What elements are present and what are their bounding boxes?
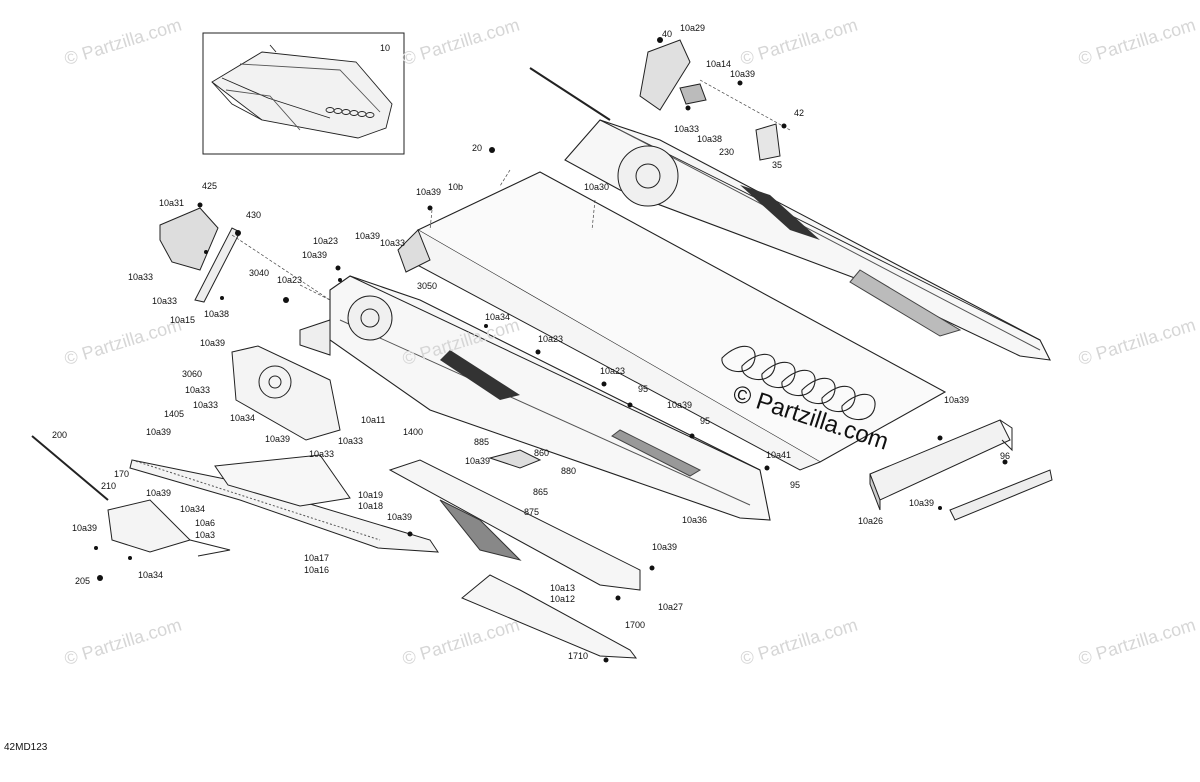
upper-bracket — [639, 39, 691, 111]
part-label: 10a34 — [485, 312, 511, 322]
bumper-bracket — [214, 454, 351, 507]
ski-bracket — [107, 499, 191, 553]
part-label: 10a33 — [338, 436, 364, 446]
part-label: 10a27 — [658, 602, 684, 612]
part-label: 10a33 — [152, 296, 178, 306]
slide-rail — [388, 459, 641, 591]
part-label: 10a23 — [277, 275, 303, 285]
part-label: 865 — [533, 487, 549, 497]
part-label: 210 — [101, 481, 117, 491]
part-label: 3040 — [249, 268, 270, 278]
part-label: 860 — [534, 448, 550, 458]
part-label: 20 — [472, 143, 483, 153]
part-label: 10a39 — [146, 488, 172, 498]
part-label: 10a3 — [195, 530, 216, 540]
part-label: 10a16 — [304, 565, 330, 575]
part-label: 1700 — [625, 620, 646, 630]
tunnel-oval-openings — [721, 345, 876, 421]
part-label: 40 — [662, 29, 673, 39]
part-label: 10a39 — [302, 250, 328, 260]
part-label: 425 — [202, 181, 218, 191]
part-label: 170 — [114, 469, 130, 479]
part-label: 10a23 — [538, 334, 564, 344]
part-label: 10a33 — [674, 124, 700, 134]
part-label: 10a34 — [180, 504, 206, 514]
part-label: 95 — [700, 416, 711, 426]
part-label: 875 — [524, 507, 540, 517]
figure-id: 42MD123 — [4, 742, 48, 753]
tunnel-top-plate — [416, 171, 947, 463]
part-label: 10a30 — [584, 182, 610, 192]
part-label: 1710 — [568, 651, 589, 661]
part-label: 10a11 — [361, 415, 386, 425]
part-label: 10a33 — [193, 400, 219, 410]
part-label: 96 — [1000, 451, 1011, 461]
part-label: 42 — [794, 108, 805, 118]
part-label: 10a39 — [72, 523, 98, 533]
part-label: 10a36 — [682, 515, 708, 525]
part-label: 230 — [719, 147, 735, 157]
part-label: 10a12 — [550, 594, 576, 604]
part-label: 10a23 — [313, 236, 339, 246]
runner-rail — [461, 574, 638, 659]
inset-oval-cutouts — [325, 107, 375, 118]
part-label: 10a6 — [195, 518, 216, 528]
inset-box — [202, 32, 405, 155]
part-label: 10a31 — [159, 198, 185, 208]
part-label: 10a29 — [680, 23, 706, 33]
part-label: 10a14 — [706, 59, 732, 69]
part-label: 10a33 — [309, 449, 335, 459]
part-label: 10a23 — [600, 366, 626, 376]
part-label: 10a39 — [387, 512, 413, 522]
part-label: 10a39 — [355, 231, 381, 241]
part-label: 430 — [246, 210, 262, 220]
part-label: 10a15 — [170, 315, 196, 325]
part-label: 10a38 — [204, 309, 230, 319]
part-label: 10a18 — [358, 501, 384, 511]
rear-bracket-small — [949, 469, 1053, 521]
part-label: 10a33 — [128, 272, 154, 282]
part-label: 10a39 — [944, 395, 970, 405]
part-label: 10a39 — [667, 400, 693, 410]
part-label: 95 — [638, 384, 649, 394]
part-label: 10a39 — [146, 427, 172, 437]
part-label: 10a34 — [230, 413, 256, 423]
part-label: 880 — [561, 466, 577, 476]
part-label: 10a39 — [416, 187, 442, 197]
inset-tunnel-thumbnail — [211, 44, 393, 139]
part-label: 10a39 — [200, 338, 226, 348]
part-label: 205 — [75, 576, 91, 586]
right-side-rail — [564, 119, 1051, 361]
part-label: 10a39 — [265, 434, 291, 444]
part-label: 10a17 — [304, 553, 330, 563]
part-label: 1405 — [164, 409, 185, 419]
part-label: 10a19 — [358, 490, 384, 500]
part-label: 10b — [448, 182, 464, 192]
part-label: 1400 — [403, 427, 424, 437]
part-label: 885 — [474, 437, 490, 447]
left-bracket-assembly — [159, 207, 219, 271]
part-label: 10a26 — [858, 516, 884, 526]
part-label: 10a41 — [766, 450, 792, 460]
part-label: 3060 — [182, 369, 203, 379]
part-label: 200 — [52, 430, 68, 440]
part-label: 10a39 — [465, 456, 491, 466]
part-label: 3050 — [417, 281, 438, 291]
part-label: 10a33 — [185, 385, 211, 395]
part-label: 10a33 — [380, 238, 406, 248]
part-label: 35 — [772, 160, 783, 170]
part-label: 95 — [790, 480, 801, 490]
part-label: 10a39 — [909, 498, 935, 508]
part-label: 10a39 — [652, 542, 678, 552]
part-label: 10a39 — [730, 69, 756, 79]
part-label: 10a34 — [138, 570, 164, 580]
inset-label: 10 — [380, 43, 391, 53]
part-label: 10a13 — [550, 583, 576, 593]
part-label: 10a38 — [697, 134, 723, 144]
